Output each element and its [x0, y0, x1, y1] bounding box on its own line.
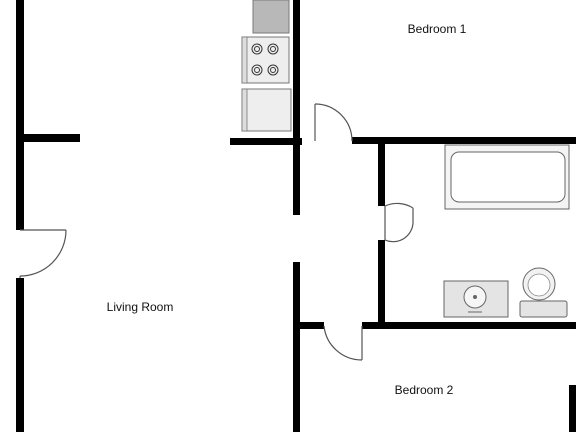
- wall-hall-west-upper: [293, 140, 300, 215]
- bedroom1-door: [314, 103, 353, 142]
- room-label-bedroom-1: Bedroom 1: [407, 22, 467, 36]
- counter-icon: [252, 0, 290, 34]
- bedroom2-door: [323, 325, 363, 361]
- entry-door: [19, 229, 67, 278]
- kitchen-fixtures: [241, 0, 292, 132]
- walls: [16, 0, 576, 432]
- wall-bath-west-upper: [378, 142, 385, 206]
- wall-bedroom2-top-right: [362, 322, 576, 329]
- sink-icon: [443, 280, 509, 318]
- wall-bedroom1-bottom: [352, 137, 576, 144]
- bathroom-fixtures: [443, 144, 570, 318]
- wall-bath-west-lower: [378, 240, 385, 326]
- wall-upper-left: [16, 134, 80, 142]
- stove-icon: [241, 36, 290, 84]
- bathroom-door: [384, 202, 414, 243]
- wall-hall-west-lower: [293, 262, 300, 432]
- wall-kitchen-lower: [230, 138, 302, 145]
- exterior-wall-left-upper: [16, 0, 24, 230]
- wall-bedroom2-top-left: [300, 322, 324, 329]
- room-label-living-room: Living Room: [106, 300, 174, 314]
- exterior-wall-left-lower: [16, 278, 24, 432]
- bathtub-icon: [444, 144, 570, 210]
- wall-kitchen-bedroom1: [293, 0, 300, 145]
- room-label-bedroom-2: Bedroom 2: [394, 383, 454, 397]
- doors: [19, 103, 414, 361]
- toilet-icon: [519, 267, 568, 318]
- refrigerator-icon: [241, 88, 292, 132]
- exterior-wall-right: [569, 385, 576, 432]
